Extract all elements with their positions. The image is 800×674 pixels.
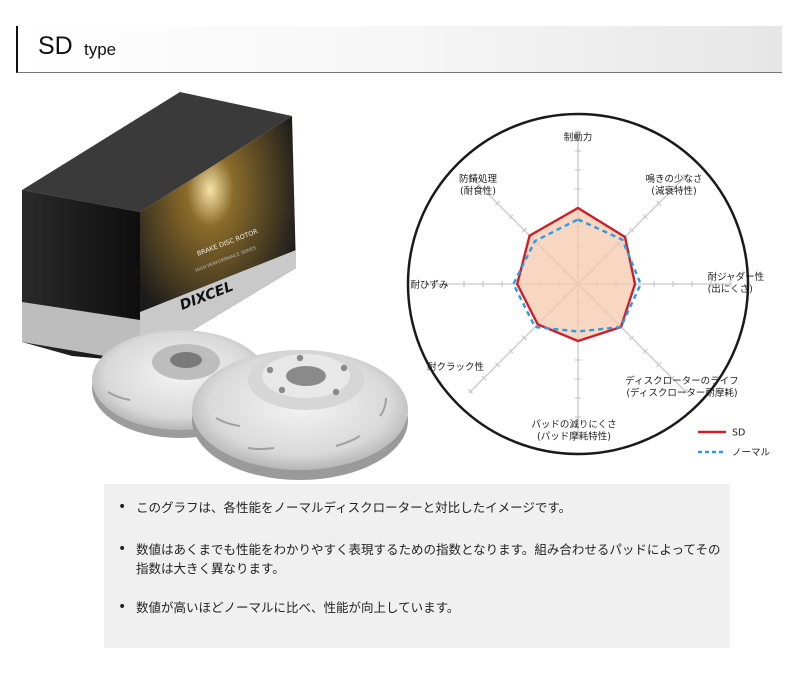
axis-label-line: 耐ジャダー性 (708, 271, 765, 283)
axis-tick (629, 227, 635, 233)
series-normal-polygon (512, 218, 643, 333)
legend-label: SD (732, 428, 745, 439)
axis-tick (669, 187, 675, 193)
axis-tick (656, 362, 662, 368)
axis-label: 制動力 (564, 131, 593, 143)
axis-label: 鳴きの少なさ(減衰特性) (645, 173, 702, 197)
note-item: このグラフは、各性能をノーマルディスクローターと対比したイメージです。 (118, 498, 732, 517)
radar-svg: 制動力鳴きの少なさ(減衰特性)耐ジャダー性(出にくさ)ディスクローターのライフ(… (406, 112, 771, 459)
axis-label-line: 耐クラック性 (427, 361, 485, 373)
note-item: 数値はあくまでも性能をわかりやすく表現するための指数となります。組み合わせるパッ… (118, 540, 732, 578)
product-illustration: BRAKE DISC ROTOR HIGH PERFORMANCE SERIES… (22, 92, 408, 480)
axis-label: ディスクローターのライフ(ディスクローター耐摩耗) (625, 375, 738, 399)
note-item: 数値が高いほどノーマルに比べ、性能が向上しています。 (118, 598, 732, 617)
axis-label-line: ディスクローターのライフ (625, 375, 738, 387)
axis-tick (642, 348, 648, 354)
axis-tick (669, 375, 675, 381)
product-image: BRAKE DISC ROTOR HIGH PERFORMANCE SERIES… (0, 80, 410, 480)
axis-label-line: (出にくさ) (708, 283, 753, 295)
notes-box: このグラフは、各性能をノーマルディスクローターと対比したイメージです。 数値はあ… (104, 484, 730, 648)
axis-label-line: 耐ひずみ (410, 279, 448, 291)
axis-tick (682, 173, 689, 180)
section-title: SD (38, 32, 73, 60)
section-subtitle: type (84, 40, 117, 59)
axis-tick (642, 214, 648, 220)
axis-label: 耐ジャダー性(出にくさ) (708, 271, 765, 295)
axis-label-line: (パッド摩耗特性) (537, 431, 611, 443)
section-header: SD type (16, 26, 782, 73)
axis-tick (521, 227, 527, 233)
axis-label-line: (耐食性) (460, 185, 496, 197)
axis-label: 耐ひずみ (410, 279, 448, 291)
axis-tick (521, 335, 527, 341)
axis-tick (481, 375, 487, 381)
axis-label: 防錆処理(耐食性) (459, 173, 498, 197)
axis-tick (467, 388, 474, 395)
axis-tick (508, 214, 514, 220)
axis-tick (467, 173, 474, 180)
axis-tick (629, 335, 635, 341)
axis-label-line: 防錆処理 (459, 173, 498, 185)
axis-label-line: 鳴きの少なさ (645, 173, 702, 185)
axis-label-line: 制動力 (564, 131, 593, 143)
axis-tick (656, 200, 662, 206)
axis-label: 耐クラック性 (427, 361, 485, 373)
axis-tick (494, 362, 500, 368)
performance-radar-chart: 制動力鳴きの少なさ(減衰特性)耐ジャダー性(出にくさ)ディスクローターのライフ(… (400, 106, 780, 476)
axis-label-line: (ディスクローター耐摩耗) (626, 387, 737, 399)
axis-label-line: (減衰特性) (651, 185, 696, 197)
axis-tick (481, 187, 487, 193)
axis-tick (682, 388, 689, 395)
legend-label: ノーマル (732, 448, 771, 459)
axis-tick (494, 200, 500, 206)
axis-label-line: パッドの減りにくさ (531, 419, 616, 431)
axis-tick (508, 348, 514, 354)
axis-label: パッドの減りにくさ(パッド摩耗特性) (531, 419, 616, 443)
